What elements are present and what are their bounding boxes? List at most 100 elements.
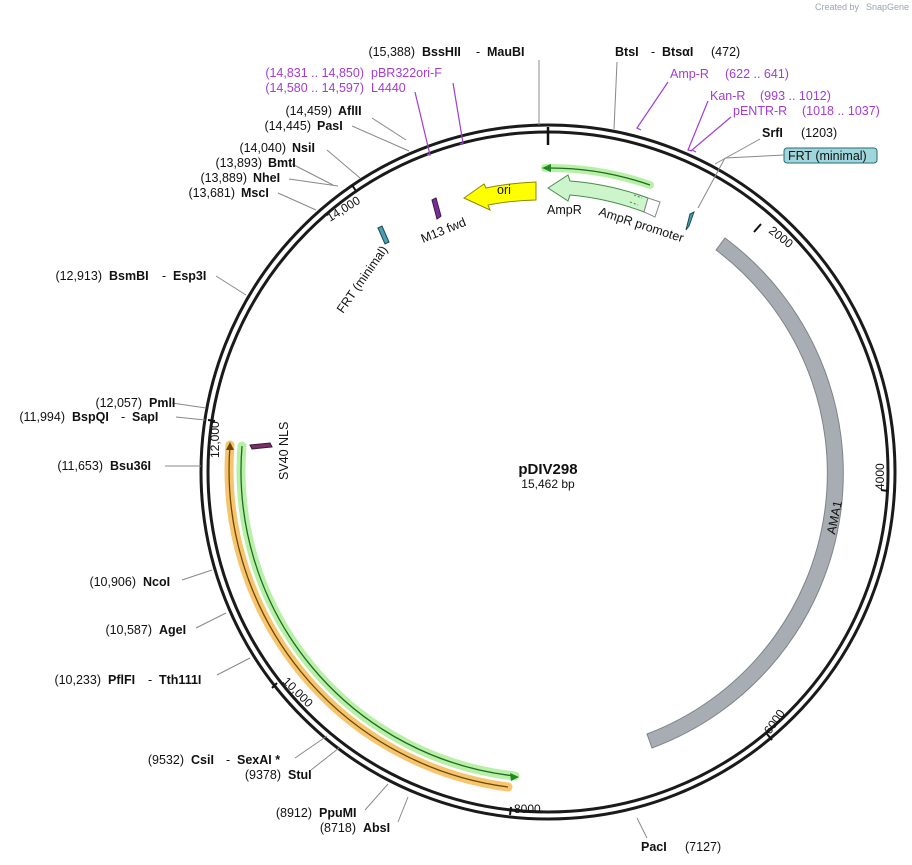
site-csii[interactable]: (9532) CsiI - SexAI * xyxy=(148,753,280,767)
primer-kan-r-name: Kan-R xyxy=(710,89,745,103)
feature-top-green-arc[interactable] xyxy=(541,163,654,189)
primer-pbr322ori-f-name: pBR322ori-F xyxy=(371,66,442,80)
leader-ppumi xyxy=(364,783,389,811)
site-bsmbi[interactable]: (12,913) BsmBI - Esp3I xyxy=(55,269,206,283)
site-bsshii[interactable]: (15,388) BssHII - MauBI xyxy=(368,45,524,59)
feature-label-ama1: AMA1 xyxy=(824,499,845,535)
feature-ama1[interactable] xyxy=(646,237,844,749)
site-bmti[interactable]: (13,893) BmtI xyxy=(215,156,295,170)
site-pmli-pos: (12,057) xyxy=(95,396,142,410)
primer-amp-r-pos: (622 .. 641) xyxy=(725,67,789,81)
site-absi[interactable]: (8718) AbsI xyxy=(320,821,390,835)
feature-ampr[interactable] xyxy=(547,174,661,218)
site-bsshii-pos: (15,388) xyxy=(368,45,415,59)
site-nsii-pos: (14,040) xyxy=(239,141,286,155)
brand-created-by: Created by xyxy=(815,2,860,12)
site-bsshii-name: BssHII xyxy=(422,45,461,59)
site-paci[interactable]: PacI (7127) xyxy=(641,840,721,854)
svg-text:-: - xyxy=(226,753,230,767)
site-stui-pos: (9378) xyxy=(245,768,281,782)
tick-label-12000: 12,000 xyxy=(208,421,222,458)
tick-marks xyxy=(207,127,889,816)
feature-frt-left[interactable] xyxy=(377,225,390,245)
site-nhei[interactable]: (13,889) NheI xyxy=(200,171,280,185)
leader-nsii xyxy=(326,149,361,179)
backbone-outer-ring xyxy=(199,123,897,821)
site-bmti-pos: (13,893) xyxy=(215,156,262,170)
leader-pmli xyxy=(171,402,207,409)
feature-ori[interactable] xyxy=(463,181,537,211)
site-pmli[interactable]: (12,057) PmlI xyxy=(95,396,175,410)
site-bsshii-name2: MauBI xyxy=(487,45,525,59)
leader-bspqi xyxy=(175,416,206,421)
site-paci-pos: (7127) xyxy=(685,840,721,854)
site-nhei-name: NheI xyxy=(253,171,280,185)
site-bsmbi-name: BsmBI xyxy=(109,269,149,283)
site-csii-name2: SexAI * xyxy=(237,753,280,767)
tick-label-4000: 4000 xyxy=(873,463,887,490)
primer-pbr322ori-f[interactable]: (14,831 .. 14,850) pBR322ori-F xyxy=(265,66,442,80)
tick-10000 xyxy=(271,682,278,689)
site-msci[interactable]: (13,681) MscI xyxy=(188,186,268,200)
feature-label-ampr: AmpR xyxy=(547,203,582,217)
leader-paci xyxy=(636,817,648,839)
feature-frt-right[interactable] xyxy=(685,210,695,231)
feature-label-m13-fwd: M13 fwd xyxy=(419,215,468,246)
site-bmti-name: BmtI xyxy=(268,156,296,170)
site-paci-name: PacI xyxy=(641,840,667,854)
plasmid-name: pDIV298 xyxy=(518,461,577,478)
tick-label-8000: 8000 xyxy=(514,802,541,816)
primer-l4440[interactable]: (14,580 .. 14,597) L4440 xyxy=(265,81,405,95)
site-pmli-name: PmlI xyxy=(149,396,175,410)
site-afliii-name: AflII xyxy=(338,104,362,118)
leader-afliii xyxy=(371,117,407,141)
site-nsii[interactable]: (14,040) NsiI xyxy=(239,141,315,155)
site-bspqi-name: BspQI xyxy=(72,410,109,424)
site-nhei-pos: (13,889) xyxy=(200,171,247,185)
site-pasi-name: PasI xyxy=(317,119,343,133)
site-srfi[interactable]: SrfI (1203) xyxy=(762,126,837,140)
primer-kan-r-pos: (993 .. 1012) xyxy=(760,89,831,103)
tick-label-2000: 2000 xyxy=(766,223,796,251)
site-afliii[interactable]: (14,459) AflII xyxy=(285,104,361,118)
site-bsmbi-name2: Esp3I xyxy=(173,269,206,283)
primer-amp-r[interactable]: Amp-R (622 .. 641) xyxy=(670,67,789,81)
site-afliii-pos: (14,459) xyxy=(285,104,332,118)
svg-text:-: - xyxy=(651,45,655,59)
site-agei[interactable]: (10,587) AgeI xyxy=(105,623,186,637)
tick-label-14000: 14,000 xyxy=(324,193,363,224)
leader-frt-box xyxy=(724,154,785,159)
leader-msci xyxy=(277,192,317,211)
site-ppumi-pos: (8912) xyxy=(276,806,312,820)
primer-pbr322ori-f-pos: (14,831 .. 14,850) xyxy=(265,66,364,80)
feature-sv40-nls[interactable] xyxy=(249,442,273,450)
site-nsii-name: NsiI xyxy=(292,141,315,155)
site-bspqi[interactable]: (11,994) BspQI - SapI xyxy=(19,410,158,424)
feature-green-arc[interactable] xyxy=(236,441,520,781)
primer-kan-r[interactable]: Kan-R (993 .. 1012) xyxy=(710,89,831,103)
feature-m13-fwd[interactable] xyxy=(431,197,442,220)
feature-orange-arc[interactable] xyxy=(224,440,513,792)
tick-14000 xyxy=(351,184,357,192)
tick-6000 xyxy=(766,733,773,741)
leader-pasi xyxy=(351,125,410,152)
plasmid-length: 15,462 bp xyxy=(521,477,575,491)
site-bsu36i[interactable]: (11,653) Bsu36I xyxy=(57,459,151,473)
site-stui[interactable]: (9378) StuI xyxy=(245,768,312,782)
leader-agei xyxy=(195,612,227,629)
site-btsi-name: BtsI xyxy=(615,45,639,59)
site-absi-name: AbsI xyxy=(363,821,390,835)
site-btsi[interactable]: BtsI - BtsαI (472) xyxy=(615,45,740,59)
primer-amp-r-name: Amp-R xyxy=(670,67,709,81)
frt-box[interactable]: FRT (minimal) xyxy=(783,147,878,164)
svg-text:-: - xyxy=(162,269,166,283)
site-agei-name: AgeI xyxy=(159,623,186,637)
site-btsi-pos: (472) xyxy=(711,45,740,59)
site-ppumi[interactable]: (8912) PpuMI xyxy=(276,806,357,820)
primer-pentr-r[interactable]: pENTR-R (1018 .. 1037) xyxy=(733,104,880,118)
site-pflfi[interactable]: (10,233) PflFI - Tth111I xyxy=(54,673,201,687)
site-ncoi[interactable]: (10,906) NcoI xyxy=(89,575,170,589)
primer-leader-ampr xyxy=(636,81,669,131)
primer-leader-kanr xyxy=(687,100,709,152)
site-pasi[interactable]: (14,445) PasI xyxy=(264,119,342,133)
